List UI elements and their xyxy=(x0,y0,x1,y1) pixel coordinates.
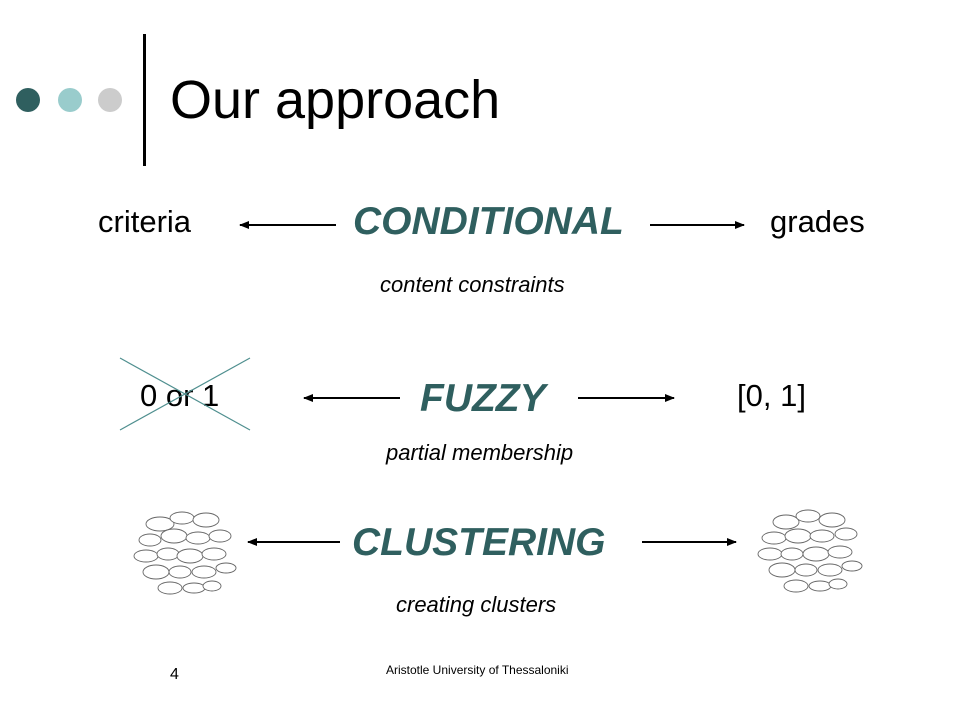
row1-right-label: grades xyxy=(770,204,865,239)
cluster-diagram-icon xyxy=(133,511,237,595)
header-dot-mid xyxy=(58,88,82,112)
row3-center-label: CLUSTERING xyxy=(352,521,606,564)
row1-left-label: criteria xyxy=(98,204,192,239)
strike-cross-icon xyxy=(119,357,251,431)
row1-center-label: CONDITIONAL xyxy=(353,200,624,243)
page-number: 4 xyxy=(170,666,179,683)
header-divider xyxy=(143,34,146,166)
header-dot-light xyxy=(98,88,122,112)
row2-left-label: 0 or 1 xyxy=(140,378,220,413)
row3-caption: creating clusters xyxy=(396,592,557,617)
row2-center-label: FUZZY xyxy=(420,377,546,420)
footer-text: Aristotle University of Thessaloniki xyxy=(386,663,569,677)
slide-title: Our approach xyxy=(170,70,501,130)
header-dot-dark xyxy=(16,88,40,112)
row1-caption: content constraints xyxy=(380,272,565,297)
row2-right-label: [0, 1] xyxy=(737,378,806,413)
cluster-diagram-icon xyxy=(757,509,863,593)
row2-caption: partial membership xyxy=(386,440,574,465)
